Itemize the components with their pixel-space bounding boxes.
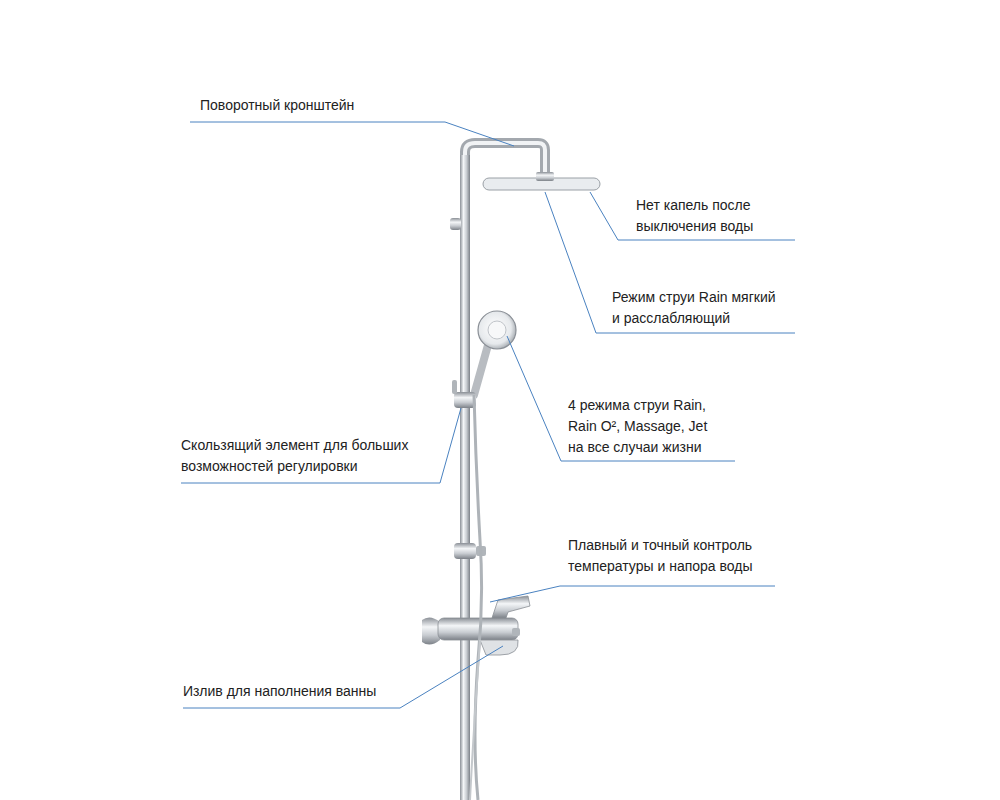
callout-label: Нет капель после выключения воды [636, 195, 786, 237]
callout-label: Плавный и точный контроль температуры и … [568, 535, 783, 577]
leader-line [545, 192, 795, 333]
diverter [512, 628, 520, 636]
callout-label: Излив для наполнения ванны [183, 681, 413, 702]
leader-line [507, 336, 735, 461]
callout-label: 4 режима струи Rain, Rain O², Massage, J… [568, 395, 728, 458]
leader-line [183, 646, 503, 708]
callout-label: Поворотный кронштейн [200, 95, 440, 116]
head-joint [536, 172, 554, 181]
wall-knob [450, 218, 461, 230]
hand-shower-face [488, 321, 506, 339]
riser-pipe [460, 152, 470, 800]
leader-lines [181, 122, 795, 708]
hose-holder [454, 543, 476, 559]
hose-lower [470, 640, 480, 800]
shower-column [422, 143, 600, 800]
hand-shower-handle [474, 345, 488, 395]
shower-hose [474, 395, 482, 800]
callout-label: Режим струи Rain мягкий и расслабляющий [612, 287, 794, 329]
wall-connector [422, 617, 440, 644]
swivel-arm [465, 143, 545, 172]
slider-button [452, 380, 457, 394]
bath-spout [480, 640, 518, 655]
callout-label: Скользящий элемент для больших возможнос… [181, 435, 443, 477]
swivel-arm-highlight [465, 143, 545, 172]
mixer-body [438, 618, 518, 640]
leader-line [181, 408, 461, 483]
mixer-lever [492, 596, 530, 618]
leader-line [590, 192, 795, 240]
leader-line [190, 122, 514, 146]
leader-line [490, 586, 775, 602]
